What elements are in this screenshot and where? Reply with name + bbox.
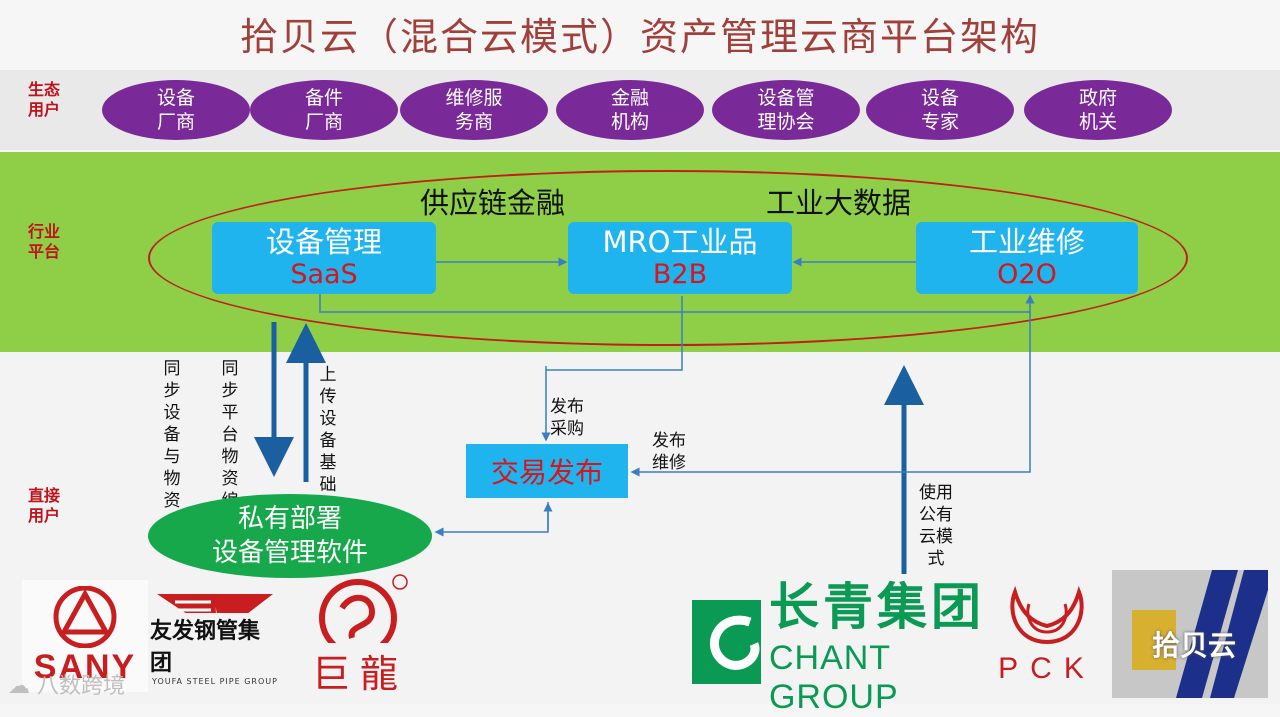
eco-user-line1: 维修服 bbox=[445, 87, 503, 109]
eco-user-repair-service: 维修服 务商 bbox=[400, 80, 548, 140]
publish-repair-line2: 维修 bbox=[652, 453, 686, 473]
eco-user-line1: 备件 bbox=[304, 87, 343, 109]
sany-text: SANY bbox=[33, 647, 137, 686]
watermark-left-icon: ☁ bbox=[8, 674, 37, 699]
youfa-logo: 友发钢管集团 YOUFA STEEL PIPE GROUP bbox=[150, 586, 280, 686]
private-deploy-pill: 私有部署 设备管理软件 bbox=[148, 494, 432, 578]
eco-user-line1: 设备 bbox=[920, 87, 959, 109]
saas-to-o2o-line bbox=[319, 294, 1035, 313]
eco-user-line2: 机构 bbox=[610, 111, 649, 133]
eco-user-parts-maker: 备件 厂商 bbox=[250, 80, 398, 140]
eco-label-line2: 用户 bbox=[27, 100, 60, 119]
publish-purchase-label: 发布 采购 bbox=[550, 396, 584, 440]
platform-subtitle: B2B bbox=[652, 259, 708, 290]
pck-text: PCK bbox=[998, 652, 1096, 685]
youfa-subtext: YOUFA STEEL PIPE GROUP bbox=[152, 677, 278, 686]
eco-user-line2: 理协会 bbox=[757, 111, 815, 133]
platform-title: MRO工业品 bbox=[602, 225, 758, 259]
public-cloud-label: 使用公有云模式 bbox=[919, 483, 953, 569]
industry-row-label: 行业 平台 bbox=[14, 222, 74, 262]
page-title: 拾贝云（混合云模式）资产管理云商平台架构 bbox=[239, 15, 1040, 59]
eco-label-line1: 生态 bbox=[27, 80, 60, 99]
eco-user-line2: 厂商 bbox=[156, 111, 195, 133]
eco-user-line2: 务商 bbox=[454, 111, 493, 133]
private-deploy-line1: 私有部署 bbox=[237, 504, 342, 534]
supply-chain-finance-note: 供应链金融 bbox=[420, 186, 566, 220]
watermark-right-text: 拾贝云 bbox=[1152, 629, 1237, 662]
platform-subtitle: SaaS bbox=[290, 259, 358, 290]
trade-publish-box: 交易发布 bbox=[466, 444, 628, 498]
industrial-big-data-note: 工业大数据 bbox=[766, 186, 912, 220]
eco-user-line1: 设备 bbox=[156, 87, 195, 109]
publish-repair-line1: 发布 bbox=[652, 431, 686, 451]
direct-label-line1: 直接 bbox=[27, 486, 60, 505]
watermark-logo-area: 拾贝云 bbox=[1112, 570, 1268, 698]
eco-user-expert: 设备 专家 bbox=[866, 80, 1014, 140]
platform-equipment-saas: 设备管理 SaaS bbox=[212, 222, 436, 294]
eco-user-equipment-maker: 设备 厂商 bbox=[102, 80, 250, 140]
sany-mark-icon bbox=[53, 585, 117, 648]
direct-row-label: 直接 用户 bbox=[14, 486, 74, 526]
publish-repair-label: 发布 维修 bbox=[652, 430, 686, 474]
platform-title: 设备管理 bbox=[265, 225, 382, 259]
eco-row-label: 生态 用户 bbox=[14, 80, 74, 120]
julong-text: 巨龍 bbox=[311, 652, 408, 696]
pck-logo: PCK bbox=[992, 576, 1102, 692]
youfa-wing-icon bbox=[157, 594, 273, 613]
pck-wings-icon bbox=[1010, 585, 1084, 645]
watermark-left-text: 八数跨境 bbox=[37, 674, 126, 699]
trade-to-private-line bbox=[434, 502, 549, 537]
industry-platform-ellipse bbox=[148, 170, 1188, 346]
eco-user-line1: 设备管 bbox=[757, 87, 815, 109]
b2b-to-trade-line bbox=[541, 296, 683, 442]
industry-label-line1: 行业 bbox=[27, 222, 60, 241]
eco-user-line2: 专家 bbox=[920, 111, 959, 133]
publish-purchase-line1: 发布 bbox=[550, 397, 584, 417]
chant-wordmark: 长青集团 CHANT GROUP bbox=[769, 567, 990, 717]
julong-logo: 巨龍 bbox=[300, 572, 420, 698]
chant-en-text: CHANT GROUP bbox=[768, 639, 899, 716]
eco-user-finance: 金融 机构 bbox=[556, 80, 704, 140]
sany-logo: SANY bbox=[22, 580, 148, 692]
publish-purchase-line2: 采购 bbox=[550, 419, 584, 439]
eco-user-government: 政府 机关 bbox=[1024, 80, 1172, 140]
watermark-left: ☁ 八数跨境 bbox=[8, 668, 125, 700]
o2o-to-trade-line bbox=[630, 312, 1031, 477]
eco-user-line2: 厂商 bbox=[304, 111, 343, 133]
chant-logo: 长青集团 CHANT GROUP bbox=[690, 578, 990, 716]
eco-user-association: 设备管 理协会 bbox=[712, 80, 860, 140]
industry-label-line2: 平台 bbox=[27, 242, 60, 261]
eco-user-line2: 机关 bbox=[1078, 111, 1117, 133]
platform-subtitle: O2O bbox=[997, 259, 1057, 290]
direct-label-line2: 用户 bbox=[27, 506, 60, 525]
platform-repair-o2o: 工业维修 O2O bbox=[916, 222, 1138, 294]
chant-mark-icon bbox=[692, 600, 761, 684]
eco-user-line1: 政府 bbox=[1078, 87, 1117, 109]
private-deploy-line2: 设备管理软件 bbox=[211, 538, 368, 568]
eco-user-line1: 金融 bbox=[610, 87, 649, 109]
dragon-mark-icon bbox=[319, 574, 408, 643]
youfa-text: 友发钢管集团 bbox=[150, 619, 261, 676]
platform-title: 工业维修 bbox=[968, 225, 1085, 259]
chant-cn-text: 长青集团 bbox=[768, 578, 985, 636]
stripes-mark-icon bbox=[1132, 570, 1268, 698]
platform-mro-b2b: MRO工业品 B2B bbox=[568, 222, 792, 294]
